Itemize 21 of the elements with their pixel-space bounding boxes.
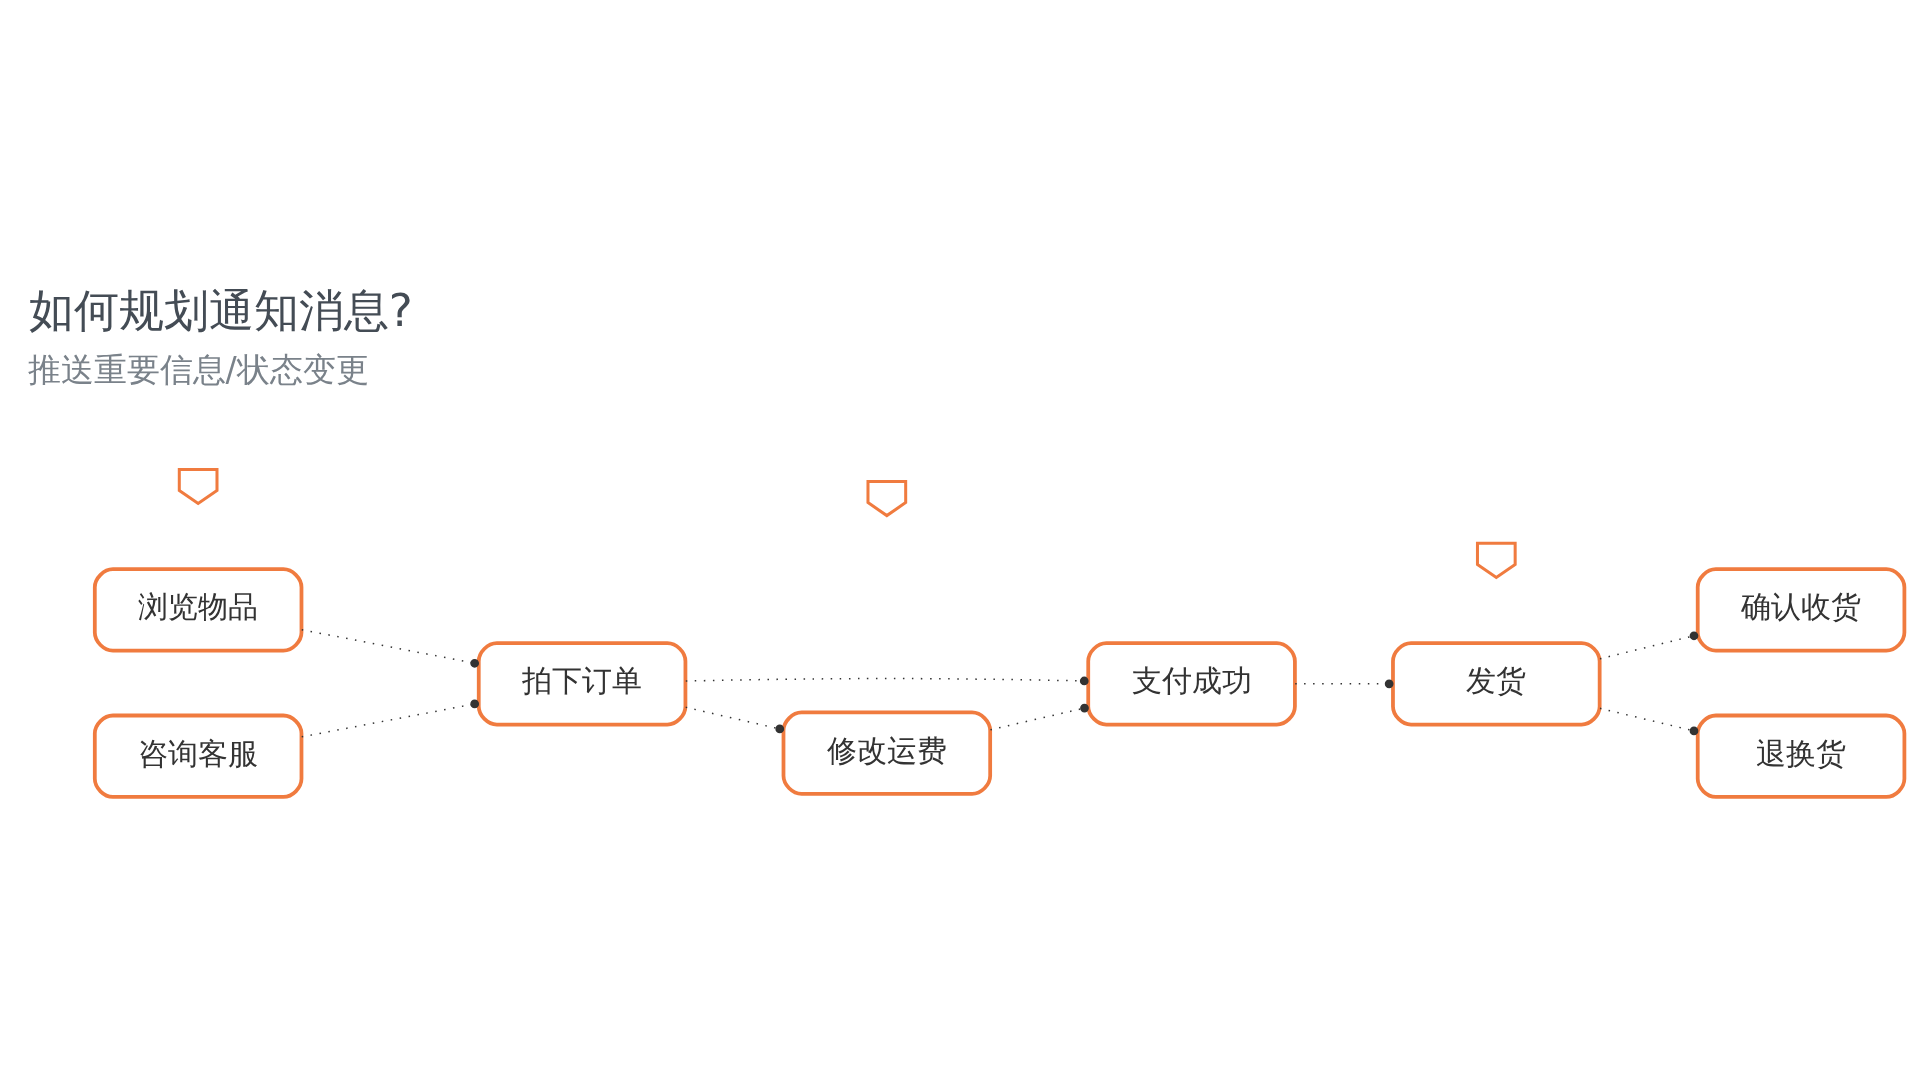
connector — [685, 706, 785, 733]
connector — [301, 628, 480, 668]
connector — [1599, 707, 1699, 735]
node-bell — [866, 479, 908, 517]
connector — [1599, 630, 1699, 660]
node-box: 退换货 — [1695, 713, 1907, 799]
connector — [685, 676, 1089, 685]
node-box: 确认收货 — [1695, 566, 1907, 652]
connector — [301, 699, 480, 738]
connector — [989, 703, 1089, 730]
label: 推送重要信息/状态变更 — [27, 349, 369, 389]
connector — [1294, 678, 1394, 688]
node-bell — [1475, 541, 1517, 579]
node-box: 发货 — [1391, 640, 1602, 726]
node-box: 拍下订单 — [476, 640, 688, 726]
node-bell — [177, 467, 219, 505]
diagram-title: 如何规划通知消息? — [28, 283, 413, 337]
node-box: 咨询客服 — [92, 713, 304, 799]
node-box: 支付成功 — [1086, 640, 1297, 726]
node-box: 修改运费 — [781, 710, 993, 796]
node-box: 浏览物品 — [92, 566, 304, 652]
